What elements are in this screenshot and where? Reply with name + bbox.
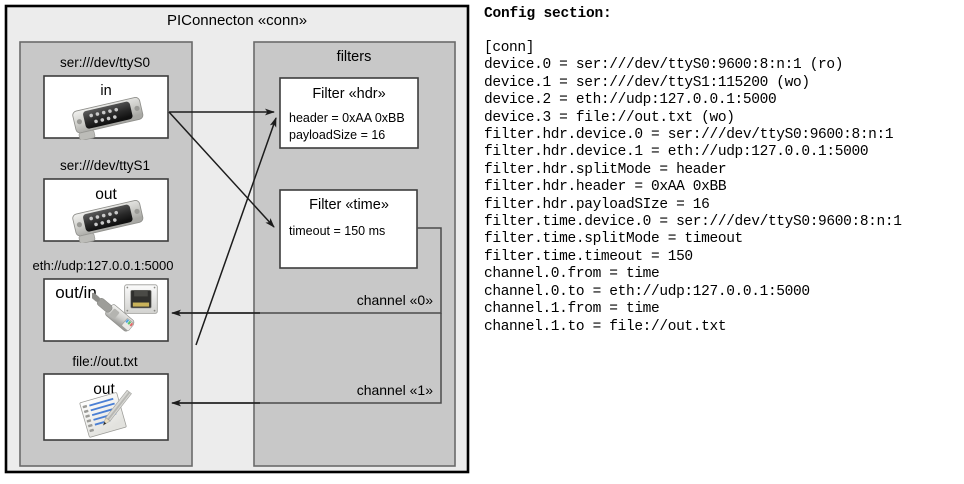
config-line: filter.time.device.0 = ser:///dev/ttyS0:… <box>484 214 902 231</box>
config-section: Config section: [conn]device.0 = ser:///… <box>484 6 960 336</box>
filters-panel: filters Filter «hdr» header = 0xAA 0xBB … <box>176 41 456 467</box>
filter-time[interactable]: Filter «time» timeout = 150 ms <box>279 189 418 269</box>
device-group-ethernet[interactable]: eth://udp:127.0.0.1:5000 out/in <box>33 258 174 342</box>
device-group-serial1[interactable]: ser:///dev/ttyS1 out <box>43 158 169 244</box>
config-line: filter.hdr.payloadSIze = 16 <box>484 196 710 213</box>
diagram-title: PIConnecton «conn» <box>167 12 307 29</box>
config-line: filter.time.splitMode = timeout <box>484 231 743 248</box>
filters-panel-title: filters <box>337 49 372 65</box>
device-label-ethernet: eth://udp:127.0.0.1:5000 <box>33 258 174 273</box>
config-line: filter.hdr.device.1 = eth://udp:127.0.0.… <box>484 144 869 161</box>
channel-0-label: channel «0» <box>357 292 434 308</box>
device-label-serial1: ser:///dev/ttyS1 <box>60 158 150 173</box>
device-label-file: file://out.txt <box>72 354 138 369</box>
config-line: channel.1.from = time <box>484 301 660 318</box>
filter-hdr-prop-1: payloadSize = 16 <box>289 128 385 142</box>
filter-time-prop-0: timeout = 150 ms <box>289 224 385 238</box>
config-line: filter.hdr.splitMode = header <box>484 161 727 178</box>
device-box-label-out-1: out <box>95 186 117 203</box>
filter-hdr-title: Filter «hdr» <box>312 86 385 102</box>
config-lines[interactable]: [conn]device.0 = ser:///dev/ttyS0:9600:8… <box>484 40 960 336</box>
filter-hdr[interactable]: Filter «hdr» header = 0xAA 0xBB payloadS… <box>279 77 419 149</box>
channel-0[interactable]: channel «0» <box>176 227 442 314</box>
config-line: filter.hdr.device.0 = ser:///dev/ttyS0:9… <box>484 127 894 144</box>
device-box-label-outin: out/in <box>55 283 97 302</box>
device-label-serial0: ser:///dev/ttyS0 <box>60 55 150 70</box>
devices-panel: ser:///dev/ttyS0 in ser:///dev/ttyS1 out… <box>19 41 193 467</box>
connection-arrows <box>168 108 277 407</box>
device-group-serial0[interactable]: ser:///dev/ttyS0 in <box>43 55 169 141</box>
config-line: channel.1.to = file://out.txt <box>484 318 727 335</box>
arrow-serial0-to-time <box>168 111 275 228</box>
device-group-file[interactable]: file://out.txt out <box>43 354 169 441</box>
config-line: channel.0.from = time <box>484 266 660 283</box>
channel-1[interactable]: channel «1» <box>176 313 442 404</box>
channel-1-label: channel «1» <box>357 382 434 398</box>
arrow-ethernet-to-hdr <box>195 117 277 346</box>
config-line: device.1 = ser:///dev/ttyS1:115200 (wo) <box>484 74 810 91</box>
device-box-label-in-0: in <box>100 83 111 99</box>
device-box-label-out-3: out <box>93 381 115 398</box>
config-line: filter.time.timeout = 150 <box>484 248 693 265</box>
config-line: [conn] <box>484 40 535 56</box>
config-line: device.3 = file://out.txt (wo) <box>484 109 735 126</box>
config-line: channel.0.to = eth://udp:127.0.0.1:5000 <box>484 283 810 300</box>
config-line: device.0 = ser:///dev/ttyS0:9600:8:n:1 (… <box>484 57 844 74</box>
filter-hdr-prop-0: header = 0xAA 0xBB <box>289 111 405 125</box>
config-heading: Config section: <box>484 6 612 22</box>
config-line: device.2 = eth://udp:127.0.0.1:5000 <box>484 92 777 109</box>
config-line: filter.hdr.header = 0xAA 0xBB <box>484 179 727 196</box>
filter-time-title: Filter «time» <box>309 197 389 213</box>
